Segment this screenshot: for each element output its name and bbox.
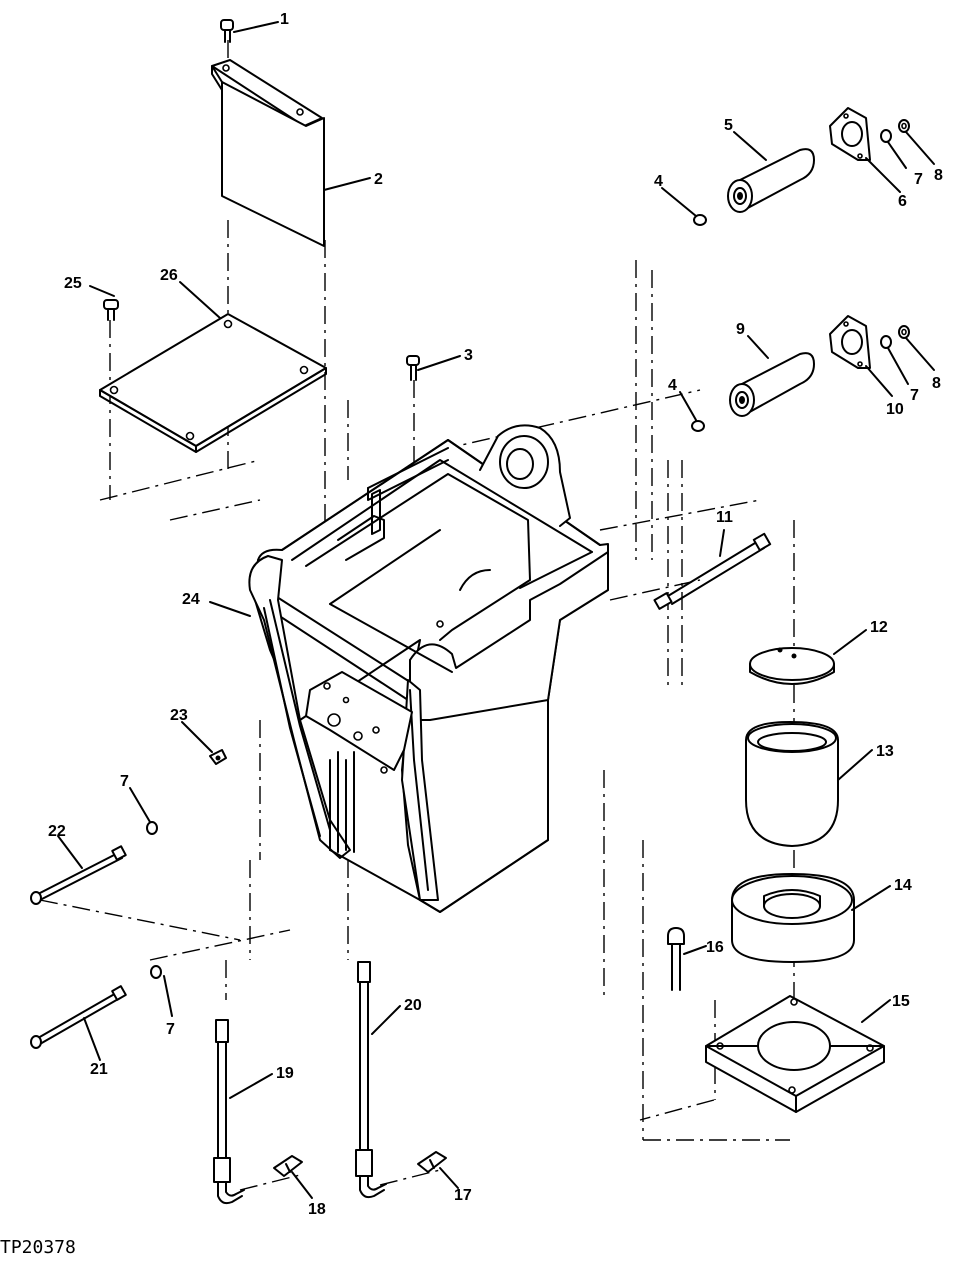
callout-numbers: 1 2 3 4 5 6 7 8 9 4 10 7 8 11 12 13 14 1…	[48, 11, 943, 1218]
callout-3: 3	[464, 347, 473, 364]
callout-19: 19	[276, 1065, 294, 1082]
callout-7-left-lower: 7	[166, 1021, 175, 1038]
assembly-centerlines	[39, 40, 795, 1191]
callout-4-mid: 4	[668, 377, 677, 394]
flange-part-10	[829, 315, 871, 369]
callout-20: 20	[404, 997, 422, 1014]
cap-part-12	[749, 647, 835, 685]
callout-7-mid: 7	[910, 387, 919, 404]
pin-part-9	[729, 352, 815, 417]
callout-9: 9	[736, 321, 745, 338]
nut-part-8a	[898, 119, 910, 133]
callout-12: 12	[870, 619, 888, 636]
washer-part-4a	[693, 214, 707, 226]
washer-part-7c	[146, 821, 158, 835]
callout-7-top: 7	[914, 171, 923, 188]
rod-part-22	[30, 845, 127, 905]
callout-24: 24	[182, 591, 200, 608]
callout-7-left-upper: 7	[120, 773, 129, 790]
callout-21: 21	[90, 1061, 108, 1078]
washer-part-7a	[880, 129, 892, 143]
cover-plate-part-26	[99, 313, 327, 453]
callout-16: 16	[706, 939, 724, 956]
callout-11: 11	[716, 509, 733, 526]
rod-part-11	[653, 532, 772, 610]
ring-part-14	[731, 873, 855, 963]
bolt-part-16	[667, 927, 685, 991]
adapter-part-17	[417, 1151, 447, 1173]
mounting-plate-part-15	[705, 995, 885, 1113]
callout-14: 14	[894, 877, 912, 894]
callout-17: 17	[454, 1187, 472, 1204]
flange-part-6	[829, 107, 871, 161]
rod-part-21	[30, 985, 127, 1049]
callout-8-mid: 8	[932, 375, 941, 392]
hose-part-20	[355, 961, 387, 1199]
drawing-reference-code: TP20378	[0, 1237, 76, 1258]
callout-22: 22	[48, 823, 66, 840]
callout-2: 2	[374, 171, 383, 188]
main-housing-part-24	[248, 424, 609, 913]
bolt-part-25	[103, 299, 119, 321]
nut-part-8b	[898, 325, 910, 339]
callout-18: 18	[308, 1201, 326, 1218]
callout-10: 10	[886, 401, 904, 418]
callout-25: 25	[64, 275, 82, 292]
hose-part-19	[213, 1019, 245, 1205]
pin-part-5	[727, 148, 815, 213]
plate-part-2	[211, 59, 325, 247]
callout-6: 6	[898, 193, 907, 210]
callout-8-top: 8	[934, 167, 943, 184]
callout-5: 5	[724, 117, 733, 134]
callout-26: 26	[160, 267, 178, 284]
bolt-part-1	[220, 19, 234, 43]
washer-part-4b	[691, 420, 705, 432]
cup-part-13	[745, 721, 839, 847]
fitting-part-23	[209, 749, 227, 765]
callout-15: 15	[892, 993, 910, 1010]
callout-leader-lines	[57, 21, 935, 1199]
washer-part-7b	[880, 335, 892, 349]
bolt-part-3	[406, 355, 420, 381]
callout-1: 1	[280, 11, 289, 28]
adapter-part-18	[273, 1155, 303, 1177]
washer-part-7d	[150, 965, 162, 979]
callout-13: 13	[876, 743, 894, 760]
callout-23: 23	[170, 707, 188, 724]
callout-4-top: 4	[654, 173, 663, 190]
